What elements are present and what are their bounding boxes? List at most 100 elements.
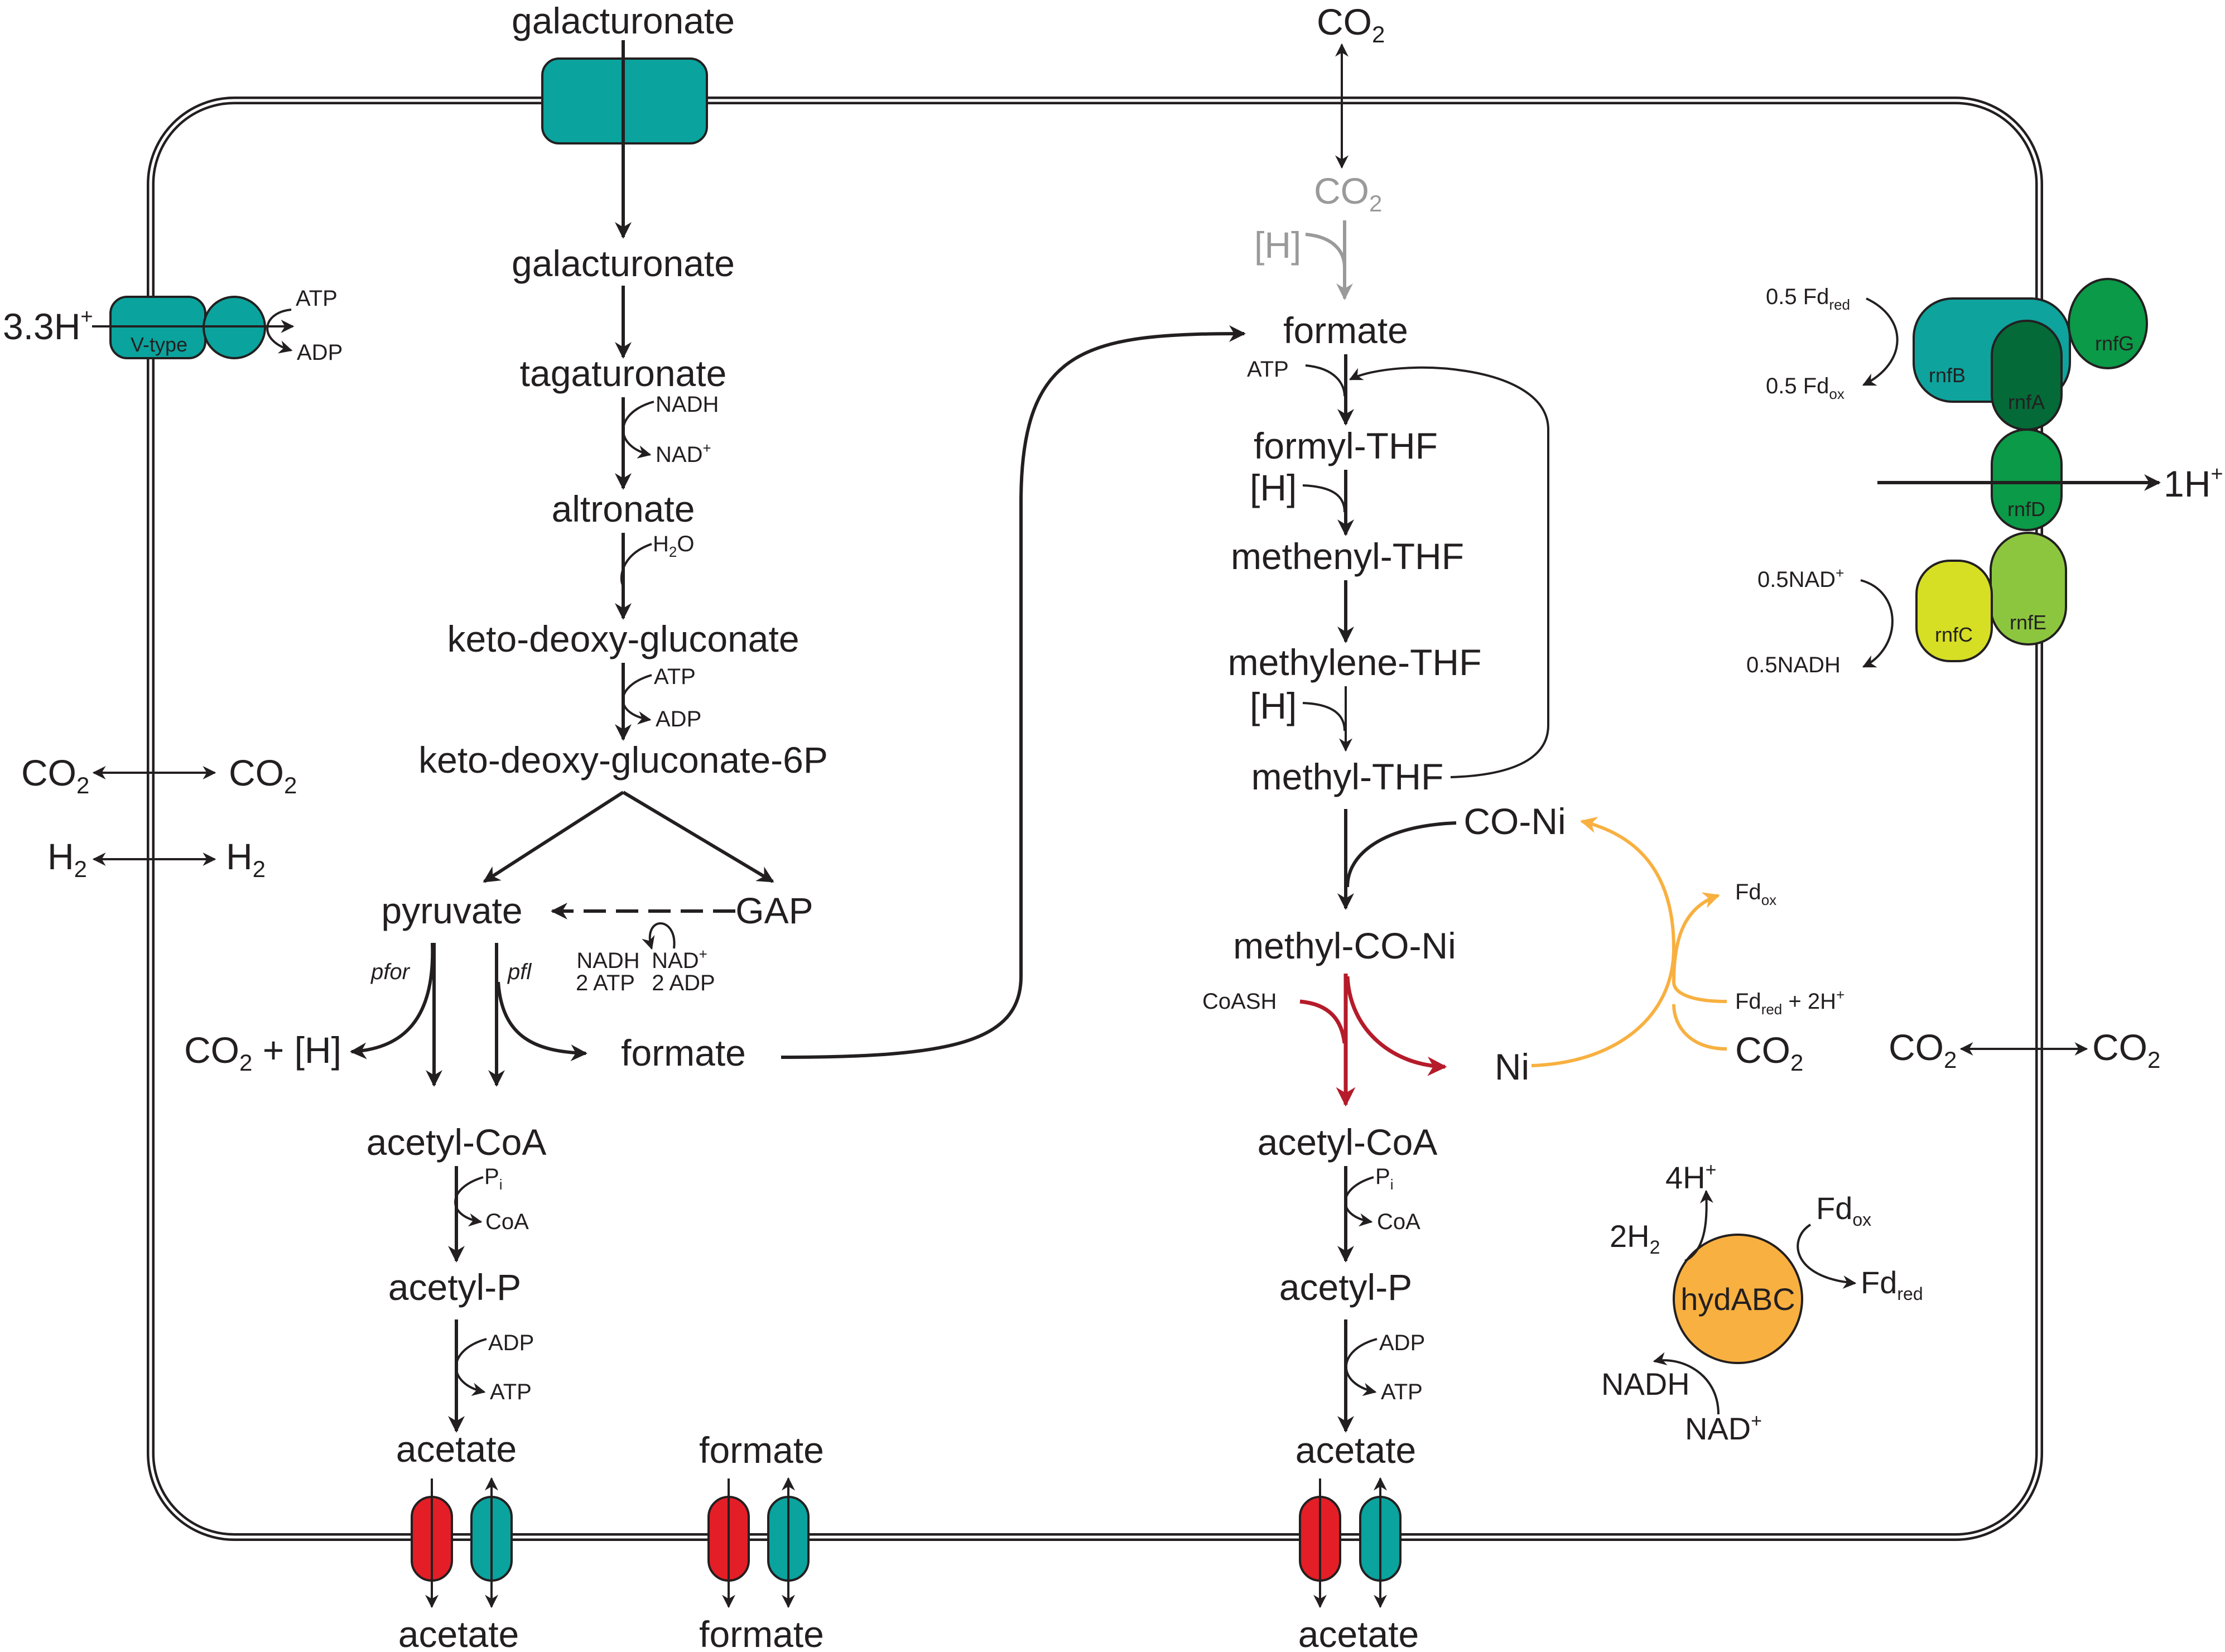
rnfb-label: rnfB [1929,364,1966,387]
pfor-label: pfor [370,960,411,984]
acetylp-label-left: acetyl-P [388,1266,521,1308]
coa-label-wl: CoA [1377,1210,1420,1234]
h1-cofactor-arrow [1302,484,1346,513]
co2-right-outside: CO2 [2092,1027,2160,1073]
pi-cofactor-arrow-left [454,1176,484,1227]
rnf-fd-red-label: 0.5 Fdred [1766,285,1850,313]
adp-label-left: ADP [488,1331,534,1355]
nadh-label: NADH [656,392,719,417]
adp-label-wl: ADP [1379,1331,1425,1355]
grey-h-label: [H] [1254,224,1301,266]
hydabc-complex [1673,1234,1803,1364]
rnfg-label: rnfG [2095,332,2134,355]
rnfc-label: rnfC [1935,623,1973,646]
co2-orange-line [1672,1004,1727,1051]
rnf-complex [1913,278,2148,662]
coash-cofactor-arrow [1299,999,1347,1044]
rnf-proton-label: 1H+ [2164,463,2223,504]
nad-label: NAD+ [656,440,711,467]
co2-left-inside: CO2 [229,752,297,798]
hyd-h2-arrow [1684,1189,1713,1262]
gap-label: GAP [735,890,813,931]
co2-right-inside: CO2 [1889,1027,1957,1073]
formate-inside-bottom: formate [699,1429,824,1471]
nadh-cofactor-arrow [622,401,654,459]
v-type-adp-label: ADP [297,340,343,365]
pyruvate-label: pyruvate [381,890,522,931]
co-ni-cofactor-arrow [1346,821,1457,888]
acetate-outside-label-left: acetate [398,1614,519,1652]
pi-label-wl: Pi [1375,1164,1393,1193]
fd-red-label-wl: Fdred + 2H+ [1735,986,1844,1018]
atp-label-kdg: ATP [654,664,696,689]
h2-left-inside: H2 [226,836,266,882]
v-type-atp-label: ATP [296,286,338,311]
thf-recycle-loop-arrow [1349,366,1549,778]
arrow-to-pyruvate [483,791,624,883]
arrow-to-gap [622,791,774,883]
hyd-nad-arrow [1653,1352,1720,1415]
h2o-cofactor-arrow [620,543,652,587]
galacturonate-label: galacturonate [512,243,735,284]
formate-label-wl: formate [1283,310,1408,351]
fd-red-orange-line [1672,981,1727,1003]
gap-cofactor-arrow [642,922,676,950]
methyl-thf-label: methyl-THF [1251,756,1444,797]
ni-to-co-ni-orange-arrow [1531,816,1676,1067]
gap-2adp-label: 2 ADP [652,971,715,995]
methylene-thf-label: methylene-THF [1228,642,1482,683]
atp-label-wl: ATP [1247,357,1289,382]
co2-h-label: CO2 + [H] [184,1029,341,1076]
co2-inside-grey: CO2 [1314,170,1382,216]
atp-cofactor-arrow [622,674,652,725]
fd-ox-orange-arrow [1672,892,1720,982]
hyd-nadh-label: NADH [1601,1366,1690,1401]
atp-label-wl2: ATP [1381,1380,1423,1404]
h1-label: [H] [1250,467,1297,508]
h2-left-outside: H2 [47,836,87,882]
formate-label-left: formate [621,1032,746,1073]
acetylp-label-wl: acetyl-P [1279,1266,1412,1308]
methyl-co-ni-label: methyl-CO-Ni [1233,925,1456,966]
galacturonate-outside-label: galacturonate [512,0,735,41]
ni-release-arrow [1345,976,1447,1076]
rnf-fd-arrow [1862,297,1899,386]
gap-nadh-label: NADH [576,948,639,973]
h2o-label: H2O [653,532,694,560]
v-type-label: V-type [131,333,187,356]
adp-label-kdg: ADP [656,707,701,731]
formyl-thf-label: formyl-THF [1254,425,1438,466]
rnf-nad-arrow [1860,579,1894,668]
rnf-fd-ox-label: 0.5 Fdox [1766,374,1844,402]
rnfe-label: rnfE [2010,611,2046,634]
proton-count-label: 3.3H+ [3,305,93,347]
v-type-atp-arrow [266,309,293,354]
hyd-4h-label: 4H+ [1665,1159,1716,1195]
ni-label: Ni [1495,1046,1529,1087]
co2-left-outside: CO2 [21,752,89,798]
coa-label-left: CoA [485,1210,529,1234]
hyd-fd-ox-label: Fdox [1816,1191,1871,1230]
fd-ox-label-wl: Fdox [1735,880,1776,908]
pi-cofactor-arrow-wl [1344,1176,1374,1227]
hyd-nad-label: NAD+ [1685,1410,1762,1446]
gap-nad-label: NAD+ [652,946,707,973]
pfl-label: pfl [507,960,532,984]
pi-label-left: Pi [484,1164,502,1193]
h2-cofactor-arrow [1302,702,1346,731]
adp-cofactor-arrow-wl [1345,1338,1378,1396]
kdg6p-label: keto-deoxy-gluconate-6P [418,739,828,781]
rnfa-label: rnfA [2008,391,2045,413]
methenyl-thf-label: methenyl-THF [1231,536,1464,577]
h2-label: [H] [1250,685,1297,726]
kdg-label: keto-deoxy-gluconate [447,618,799,659]
altronate-label: altronate [552,488,695,529]
rnf-nadh-label: 0.5NADH [1746,653,1841,677]
coash-label: CoASH [1202,989,1277,1014]
rnf-nad-label: 0.5NAD+ [1757,565,1844,592]
hyd-fd-red-label: Fdred [1861,1265,1923,1304]
co2-outside-top: CO2 [1317,1,1385,47]
atp-cofactor-arrow-wl [1305,364,1346,397]
pfor-branch-arrow [350,942,435,1059]
